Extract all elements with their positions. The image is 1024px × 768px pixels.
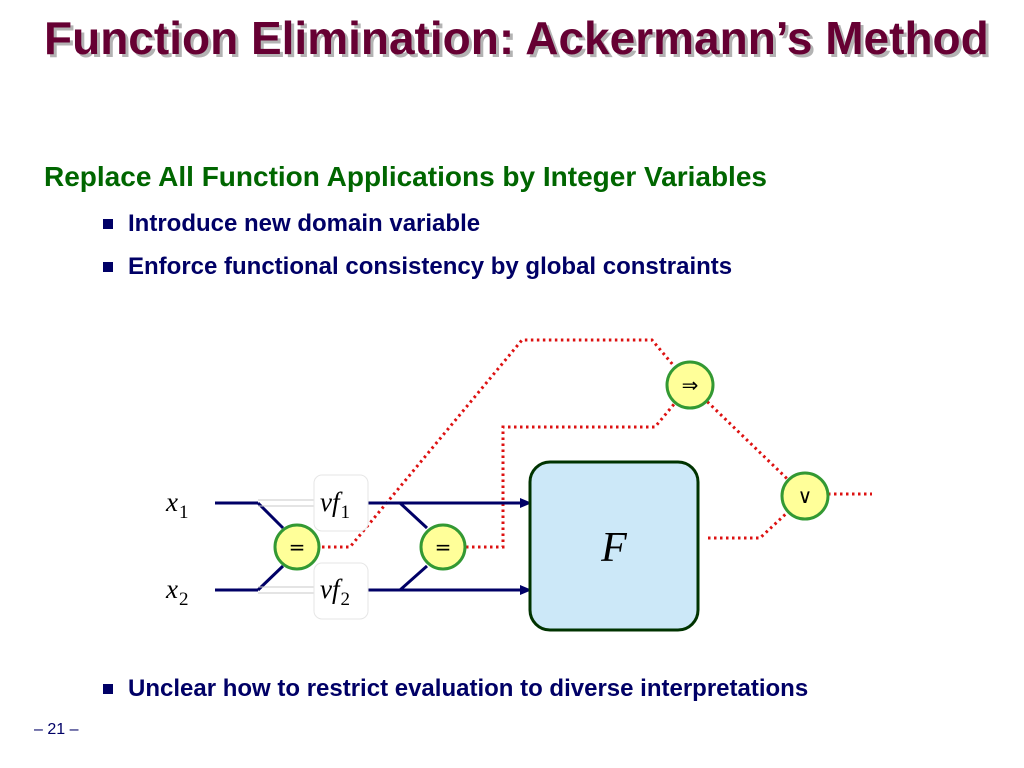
signal-wire: [256, 501, 285, 530]
or-gate-label: ∨: [798, 484, 813, 508]
control-wire: [688, 383, 807, 498]
vf2-box: [313, 562, 369, 620]
vf1-label: vf1: [320, 487, 350, 523]
signal-wire: [398, 501, 429, 530]
bullet-item-bottom: Unclear how to restrict evaluation to di…: [103, 675, 808, 703]
x1-label: x1: [165, 487, 188, 523]
control-wire: [466, 384, 692, 549]
implies-gate-label: ⇒: [682, 373, 699, 397]
bullet-square-icon: [103, 262, 113, 272]
slide-subtitle: Replace All Function Applications by Int…: [44, 161, 767, 192]
implies-gate: [665, 360, 715, 410]
slide-title: Function Elimination: Ackermann’s Method: [44, 12, 989, 64]
bullet-text: Enforce functional consistency by global…: [128, 253, 733, 280]
bullet-text: Unclear how to restrict evaluation to di…: [128, 675, 809, 702]
bullet-square-icon: [103, 684, 113, 694]
vf1-box: [313, 474, 369, 532]
arrow-head: [520, 585, 532, 595]
equality-gate-1: [273, 523, 321, 571]
bullet-item: Enforce functional consistency by global…: [103, 253, 732, 281]
signal-wire: [256, 564, 285, 592]
equality-gate-1-label: =: [289, 535, 306, 559]
page-number: – 21 –: [34, 721, 79, 738]
equality-gate-2: [419, 523, 467, 571]
signal-wires: [215, 501, 522, 592]
x2-label: x2: [165, 574, 188, 610]
vf2-label: vf2: [320, 574, 350, 610]
formula-label: F: [600, 525, 627, 571]
signal-wire: [399, 564, 428, 592]
formula-box: [528, 460, 700, 632]
arrow-head: [520, 498, 532, 508]
control-wires: [322, 338, 872, 549]
bullet-square-icon: [103, 219, 113, 229]
control-wire: [322, 338, 692, 549]
bullet-item: Introduce new domain variable: [103, 210, 480, 238]
equality-gate-2-label: =: [435, 535, 452, 559]
or-gate: [780, 471, 830, 521]
bullet-text: Introduce new domain variable: [128, 210, 481, 237]
